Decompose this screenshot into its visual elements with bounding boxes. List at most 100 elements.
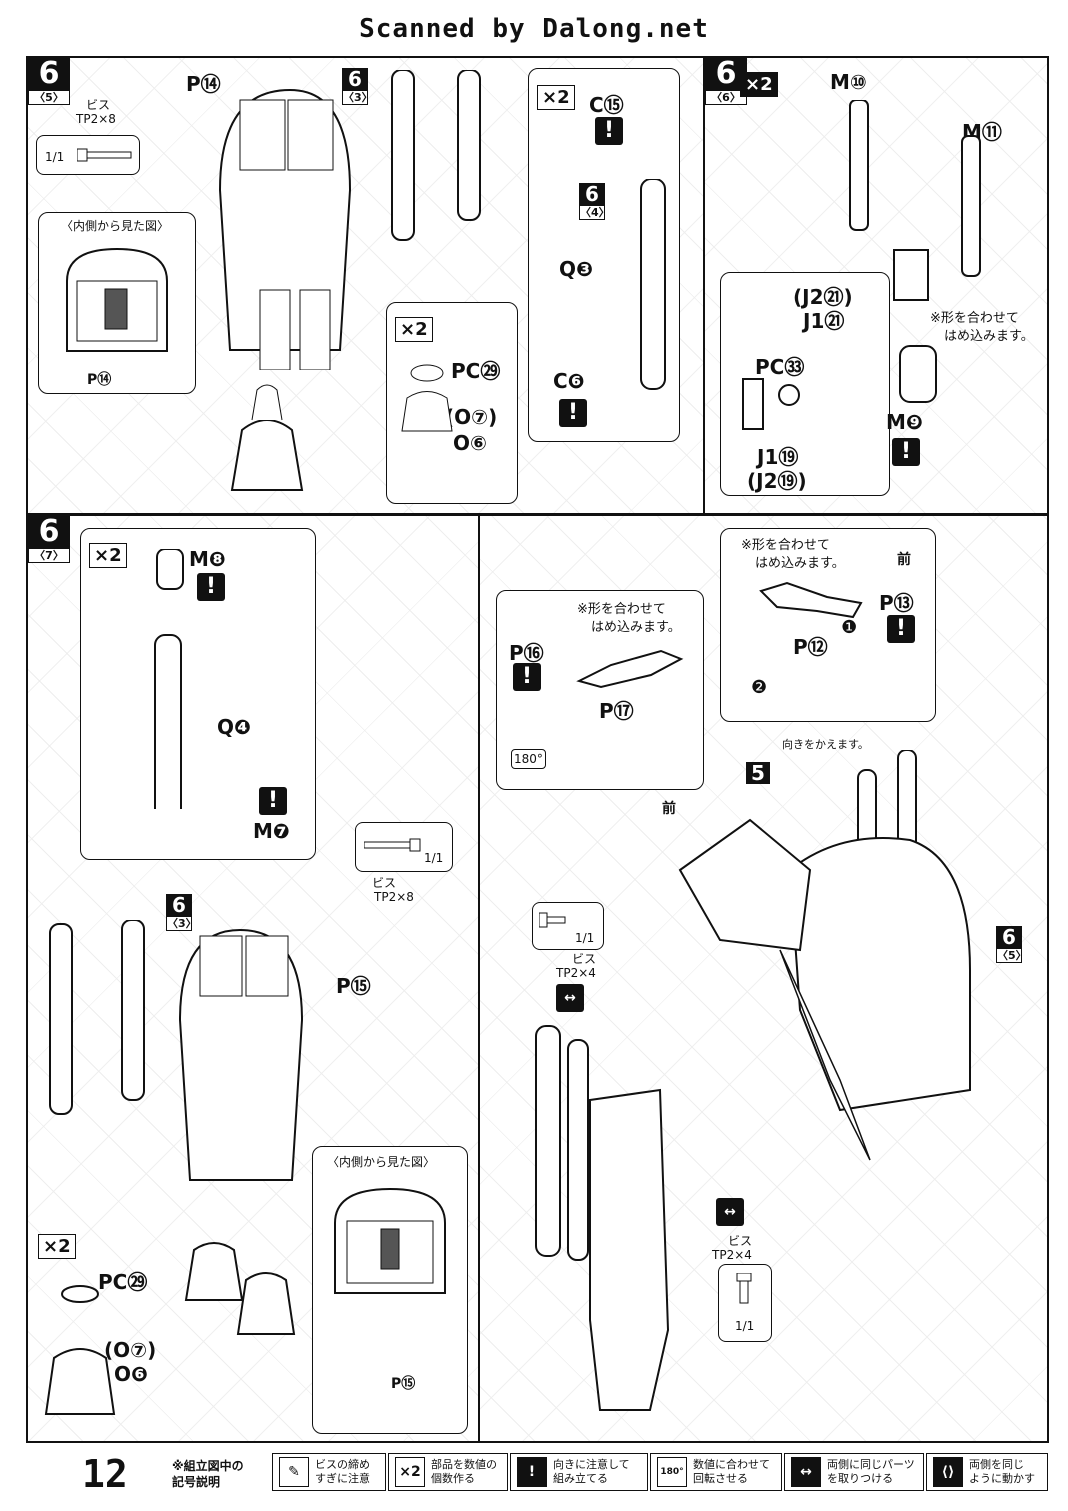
step-number-2: ❷ bbox=[751, 677, 768, 698]
warning-icon: ! bbox=[892, 438, 920, 466]
backpack-illustration bbox=[218, 88, 352, 370]
joint-illustration bbox=[742, 378, 800, 430]
m9-illustration bbox=[899, 345, 937, 403]
part-c15: C⑮ bbox=[589, 93, 624, 117]
screw-scale-box: 1/1 bbox=[355, 822, 453, 872]
part-m9: M❾ bbox=[886, 410, 923, 434]
c15-box: ×2 C⑮ ! 6〈4〉 Q❸ C❻ ! bbox=[528, 68, 680, 442]
p12-box: ※形を合わせて はめ込みます。 前 P⑬ ! P⑫ ❶ ❷ bbox=[720, 528, 936, 722]
screw-icon bbox=[736, 1273, 752, 1304]
m-parts-box: ×2 M❽ ! Q❹ ! M❼ bbox=[80, 528, 316, 860]
front-label: 前 bbox=[662, 801, 676, 817]
turn-note: 向きをかえます。 bbox=[782, 738, 869, 751]
part-o6: O⑥ bbox=[453, 431, 487, 455]
gundam-assembly-illustration bbox=[678, 750, 971, 1161]
fit-note: ※形を合わせて bbox=[741, 538, 830, 553]
part-m8: M❽ bbox=[189, 547, 226, 571]
warning-icon: ! bbox=[513, 663, 541, 691]
part-q3: Q❸ bbox=[559, 257, 593, 281]
step-badge: 6〈7〉 bbox=[28, 516, 70, 563]
warning-icon: ! bbox=[259, 787, 287, 815]
warning-icon: ! bbox=[595, 117, 623, 145]
part-c6: C❻ bbox=[553, 369, 585, 393]
screw-label: ビス bbox=[728, 1234, 753, 1248]
backpack-illustration bbox=[49, 920, 304, 1181]
part-m7: M❼ bbox=[253, 819, 290, 843]
screw-size: TP2×8 bbox=[76, 112, 116, 126]
multiply-icon: ×2 bbox=[395, 1457, 425, 1487]
screw-icon bbox=[539, 912, 566, 928]
fit-note-2: はめ込みます。 bbox=[944, 329, 1034, 344]
cylinder-illustration bbox=[154, 549, 184, 809]
step-badge-5: 5 bbox=[746, 762, 770, 784]
part-j1-19: J1⑲ bbox=[757, 445, 799, 469]
page-number: 12 bbox=[82, 1452, 128, 1496]
step-number-1: ❶ bbox=[841, 617, 858, 638]
screw-size: TP2×4 bbox=[712, 1248, 752, 1262]
part-p16: P⑯ bbox=[509, 641, 544, 665]
bracket-illustration bbox=[759, 581, 863, 619]
thruster-illustration bbox=[230, 384, 304, 491]
p16-box: ※形を合わせて はめ込みます。 P⑯ ! P⑰ 180° bbox=[496, 590, 704, 790]
part-q4: Q❹ bbox=[217, 715, 251, 739]
j-parts-box: (J2㉑) J1㉑ PC㉝ J1⑲ (J2⑲) bbox=[720, 272, 890, 496]
legend-item-screw: ✎ ビスの締めすぎに注意 bbox=[272, 1453, 386, 1491]
fit-note-2: はめ込みます。 bbox=[755, 556, 845, 571]
legend-bar: 12 bbox=[0, 1442, 1068, 1511]
part-o7: (O⑦) bbox=[445, 405, 498, 429]
thruster-illustration bbox=[184, 1242, 296, 1335]
legend-item-mirror: ↔ 両側に同じパーツを取りつける bbox=[784, 1453, 924, 1491]
part-label-p14: P⑭ bbox=[186, 72, 221, 96]
warning-icon: ! bbox=[559, 399, 587, 427]
move-both-icon: ⟨⟩ bbox=[933, 1457, 963, 1487]
cylinder-pair bbox=[391, 70, 481, 241]
inner-view-illustration bbox=[334, 1187, 446, 1294]
front-label: 前 bbox=[897, 552, 911, 568]
inner-part: P⑮ bbox=[391, 1376, 416, 1392]
part-o6: O❻ bbox=[114, 1362, 148, 1386]
part-pc29: PC㉙ bbox=[451, 359, 501, 383]
x2-badge: ×2 bbox=[38, 1234, 76, 1259]
head-part-illustration bbox=[849, 100, 981, 301]
inner-part: P⑭ bbox=[87, 372, 112, 388]
legend-item-count: ×2 部品を数値の個数作る bbox=[388, 1453, 508, 1491]
part-pc29: PC㉙ bbox=[98, 1270, 148, 1294]
inner-view-box: 〈内側から見た図〉 P⑮ bbox=[312, 1146, 468, 1434]
cap-illustration bbox=[401, 364, 453, 432]
screw-icon bbox=[364, 838, 421, 852]
mirror-icon: ↔ bbox=[556, 984, 584, 1012]
screw-label: ビス bbox=[86, 98, 111, 112]
backpack-side-illustration bbox=[535, 1025, 670, 1411]
screw-size: TP2×8 bbox=[374, 890, 414, 904]
screw-icon bbox=[77, 148, 132, 162]
x2-badge: ×2 bbox=[537, 85, 575, 110]
screw-scale-box: 1/1 bbox=[36, 135, 140, 175]
rotate-icon: 180° bbox=[511, 749, 546, 769]
cylinder-illustration bbox=[640, 179, 666, 390]
scan-credit: Scanned by Dalong.net bbox=[359, 14, 709, 44]
mirror-icon: ↔ bbox=[791, 1457, 821, 1487]
pc29-box: ×2 PC㉙ (O⑦) O⑥ bbox=[386, 302, 518, 504]
part-j2-21: (J2㉑) bbox=[793, 285, 853, 309]
bracket-illustration bbox=[576, 649, 684, 689]
screw-size: TP2×4 bbox=[556, 966, 596, 980]
cap-illustration bbox=[44, 1285, 116, 1415]
fit-note-2: はめ込みます。 bbox=[591, 620, 681, 635]
legend-item-rotate: 180° 数値に合わせて回転させる bbox=[650, 1453, 782, 1491]
inner-view-box: 〈内側から見た図〉 P⑭ bbox=[38, 212, 196, 394]
legend-item-direction: ! 向きに注意して組み立てる bbox=[510, 1453, 648, 1491]
part-pc33: PC㉝ bbox=[755, 355, 805, 379]
warning-icon: ! bbox=[887, 615, 915, 643]
part-p12: P⑫ bbox=[793, 635, 828, 659]
part-m10: M⑩ bbox=[830, 70, 867, 94]
x2-badge: ×2 bbox=[395, 317, 433, 342]
part-p13: P⑬ bbox=[879, 591, 914, 615]
screw-label: ビス bbox=[372, 876, 397, 890]
step-badge-6-4: 6〈4〉 bbox=[579, 182, 610, 220]
legend-title: ※組立図中の記号説明 bbox=[172, 1459, 244, 1489]
inner-view-title: 〈内側から見た図〉 bbox=[61, 219, 170, 233]
x2-badge: ×2 bbox=[740, 72, 778, 97]
part-j1-21: J1㉑ bbox=[803, 309, 845, 333]
mirror-icon: ↔ bbox=[716, 1198, 744, 1226]
screw-scale-box: 1/1 bbox=[532, 902, 604, 950]
